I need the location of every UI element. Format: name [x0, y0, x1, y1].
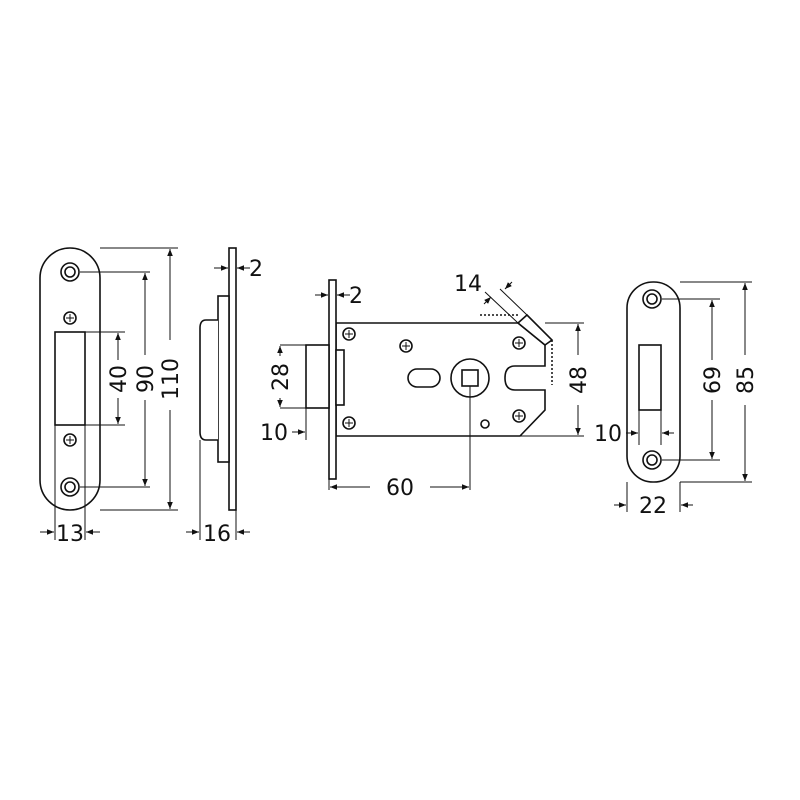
strike-plate-left: 40 90 110 13 — [39, 247, 184, 547]
dim-slot-height: 40 — [107, 365, 132, 393]
dim-slot-offset: 10 — [594, 422, 622, 447]
dim-hole-spacing-right: 69 — [701, 366, 726, 394]
dim-plate-height: 110 — [159, 358, 184, 400]
lock-body: 2 28 10 60 48 14 — [260, 272, 592, 501]
dim-latch-width: 14 — [454, 272, 482, 297]
dim-faceplate-thickness: 2 — [349, 284, 363, 309]
dim-plate-width: 22 — [639, 494, 667, 519]
dim-depth: 16 — [203, 522, 231, 547]
dim-plate-thickness: 2 — [249, 257, 263, 282]
dim-backset: 60 — [386, 476, 414, 501]
strike-plate-right: 69 85 10 22 — [594, 281, 759, 519]
dim-bolt-height: 28 — [269, 363, 294, 391]
dim-hole-spacing: 90 — [134, 365, 159, 393]
dim-plate-height-right: 85 — [734, 366, 759, 394]
dim-slot-width: 13 — [56, 522, 84, 547]
side-view: 2 16 — [186, 247, 263, 547]
dim-bolt-projection: 10 — [260, 421, 288, 446]
dim-body-height: 48 — [567, 366, 592, 394]
